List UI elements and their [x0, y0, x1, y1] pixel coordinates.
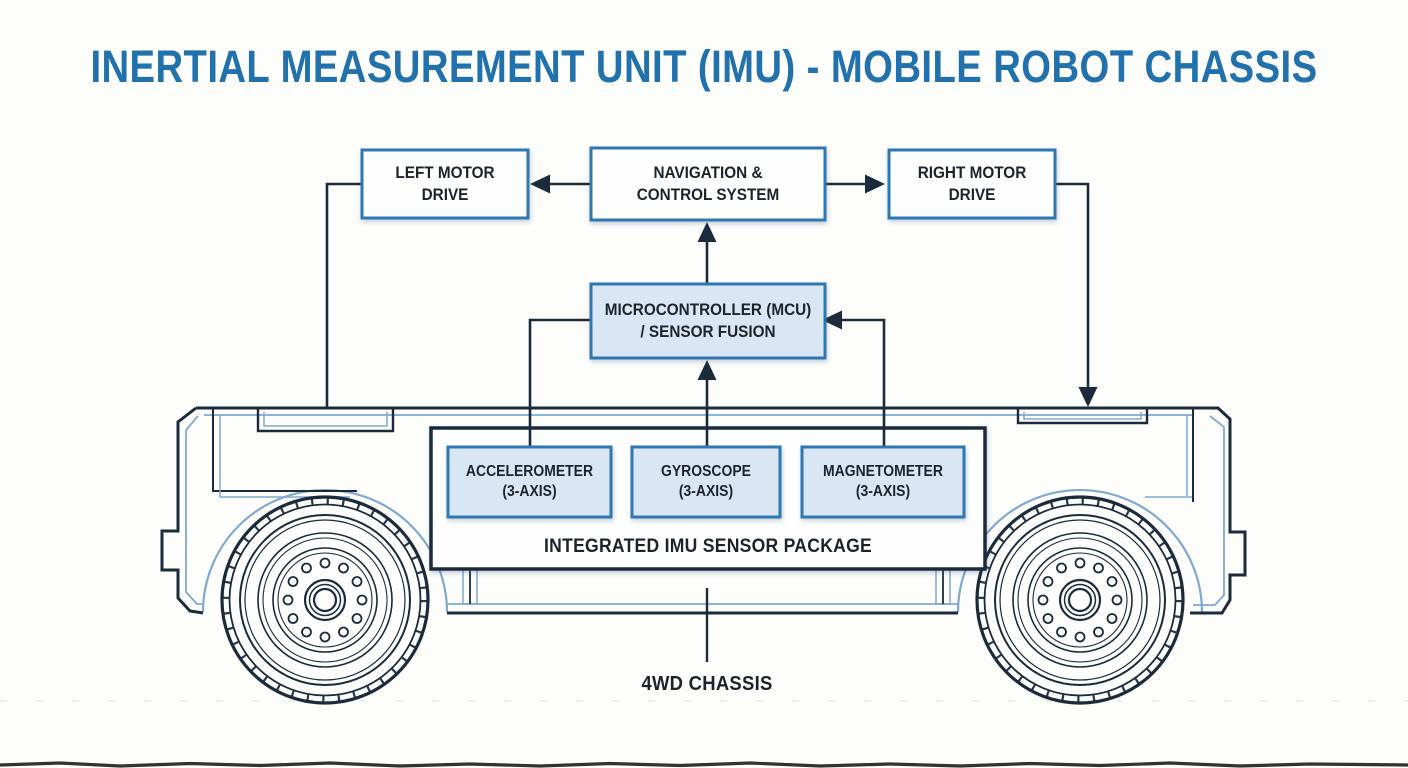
right-hatch-inner: [1023, 412, 1142, 420]
left-motor-chassis-link: [325, 182, 362, 407]
mcu-box: [589, 282, 827, 360]
gyroscope-box: [630, 445, 782, 519]
left-cab-panel-inner: [219, 415, 350, 498]
right-cab-panel-inner: [1145, 415, 1192, 498]
arrow-mcu-to-nav: [697, 222, 717, 242]
magnetometer-box: [800, 445, 966, 519]
arrow-right-motor-to-chassis: [1078, 387, 1098, 407]
page-title: INERTIAL MEASUREMENT UNIT (IMU) - MOBILE…: [90, 41, 1318, 92]
mcu-label: MICROCONTROLLER (MCU) / SENSOR FUSION: [604, 300, 812, 341]
right-hatch: [1016, 409, 1149, 425]
left-motor-box: [360, 148, 530, 220]
left-motor-label: LEFT MOTOR DRIVE: [395, 163, 495, 204]
right-motor-label: RIGHT MOTOR DRIVE: [917, 163, 1027, 204]
arrow-mag-to-mcu: [822, 310, 842, 330]
arrow-to-right-motor: [865, 174, 885, 194]
arrow-gyro-to-mcu: [697, 360, 717, 380]
left-hatch: [256, 409, 395, 433]
chassis-label: 4WD CHASSIS: [641, 671, 773, 695]
gyroscope-label: GYROSCOPE (3-AXIS): [661, 463, 751, 500]
left-cab-panel: [212, 409, 357, 492]
right-motor-box: [887, 148, 1057, 220]
accelerometer-box: [446, 445, 613, 519]
arrow-to-left-motor: [530, 174, 550, 194]
navigation-box: [589, 146, 827, 222]
magnetometer-label: MAGNETOMETER (3-AXIS): [823, 463, 943, 500]
chassis-inner-lines: [185, 414, 1225, 606]
right-wheel: [977, 497, 1183, 703]
accelerometer-label: ACCELEROMETER (3-AXIS): [465, 463, 594, 500]
chassis-body-outline: [160, 406, 1247, 615]
chassis-drawing: [160, 406, 1247, 703]
ground-edge-line: [0, 761, 1408, 768]
navigation-label: NAVIGATION & CONTROL SYSTEM: [636, 163, 780, 204]
connectors: [325, 174, 1098, 447]
imu-package-label: INTEGRATED IMU SENSOR PACKAGE: [544, 534, 872, 557]
left-wheel: [222, 497, 428, 703]
left-hatch-inner: [263, 412, 388, 427]
